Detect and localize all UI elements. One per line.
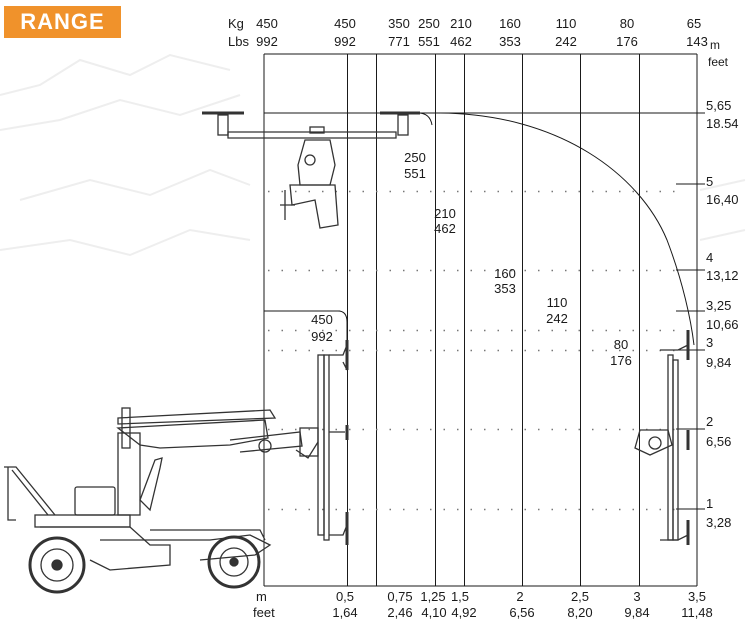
zone-lbs-label: 551 — [404, 166, 426, 181]
background-sketch — [0, 53, 746, 257]
lifter-high-position — [202, 111, 420, 229]
reach-m-label: 0,5 — [336, 589, 354, 604]
zone-lbs-label: 242 — [546, 311, 568, 326]
top-load-lbs: 143 — [686, 34, 708, 49]
height-ft-label: 6,56 — [706, 434, 731, 449]
height-m-label: 1 — [706, 496, 713, 511]
top-load-lbs: 242 — [555, 34, 577, 49]
zone-lbs-label: 992 — [311, 329, 333, 344]
top-load-kg: 210 — [450, 16, 472, 31]
top-load-kg: 450 — [256, 16, 278, 31]
reach-ft-label: 4,92 — [451, 605, 476, 620]
height-labels: 5,65 18.54 5 16,40 4 13,12 3,25 10,66 3 … — [706, 98, 739, 530]
zone-lbs-label: 176 — [610, 353, 632, 368]
front-wheel — [207, 535, 261, 589]
zone-kg-label: 450 — [311, 312, 333, 327]
height-m-label: 5 — [706, 174, 713, 189]
height-m-label: 3 — [706, 335, 713, 350]
reach-ft-label: 11,48 — [681, 605, 713, 620]
reach-axis: 0,5 1,64 0,75 2,46 1,25 4,10 1,5 4,92 2 … — [332, 589, 712, 620]
height-m-unit: m — [710, 38, 720, 52]
zone-kg-label: 160 — [494, 266, 516, 281]
range-title-badge: RANGE — [4, 6, 121, 38]
lifter-low-position — [295, 340, 349, 545]
reach-m-label: 2,5 — [571, 589, 589, 604]
top-load-kg: 250 — [418, 16, 440, 31]
zone-lbs-label: 462 — [434, 221, 456, 236]
top-load-row: 450 992 450 992 350 771 250 551 210 462 … — [256, 16, 708, 49]
zone-kg-label: 80 — [614, 337, 628, 352]
zone-kg-label: 210 — [434, 206, 456, 221]
height-m-label: 5,65 — [706, 98, 731, 113]
top-load-kg: 350 — [388, 16, 410, 31]
height-m-label: 3,25 — [706, 298, 731, 313]
top-load-lbs: 551 — [418, 34, 440, 49]
reach-ft-label: 1,64 — [332, 605, 357, 620]
height-gridlines — [268, 190, 675, 511]
height-feet-unit: feet — [708, 55, 729, 69]
reach-m-label: 0,75 — [387, 589, 412, 604]
machine-illustration — [4, 111, 690, 594]
lifter-far-reach — [634, 330, 690, 545]
lbs-unit-label: Lbs — [228, 34, 249, 49]
height-ft-label: 16,40 — [706, 192, 739, 207]
zone-kg-label: 250 — [404, 150, 426, 165]
height-axis — [676, 183, 705, 510]
kg-unit-label: Kg — [228, 16, 244, 31]
reach-m-label: 1,5 — [451, 589, 469, 604]
height-ft-label: 13,12 — [706, 268, 739, 283]
top-load-lbs: 992 — [334, 34, 356, 49]
top-load-kg: 65 — [687, 16, 701, 31]
top-load-kg: 450 — [334, 16, 356, 31]
top-load-kg: 80 — [620, 16, 634, 31]
zone-labels: 450 992 250 551 210 462 160 353 110 242 … — [311, 150, 632, 368]
envelope-450-corner — [337, 310, 348, 345]
height-m-label: 2 — [706, 414, 713, 429]
reach-gridlines — [347, 54, 640, 586]
reach-m-label: 1,25 — [420, 589, 445, 604]
rear-wheel — [28, 536, 86, 594]
reach-m-label: 3,5 — [688, 589, 706, 604]
height-ft-label: 9,84 — [706, 355, 731, 370]
height-ft-label: 18.54 — [706, 116, 739, 131]
reach-ft-label: 8,20 — [567, 605, 592, 620]
zone-lbs-label: 353 — [494, 281, 516, 296]
boom-arm — [116, 407, 303, 453]
top-load-lbs: 176 — [616, 34, 638, 49]
height-ft-label: 3,28 — [706, 515, 731, 530]
reach-ft-label: 2,46 — [387, 605, 412, 620]
range-title: RANGE — [20, 9, 105, 34]
reach-m-label: 3 — [633, 589, 640, 604]
reach-m-label: 2 — [516, 589, 523, 604]
top-load-lbs: 353 — [499, 34, 521, 49]
reach-ft-label: 9,84 — [624, 605, 649, 620]
top-load-lbs: 462 — [450, 34, 472, 49]
height-ft-label: 10,66 — [706, 317, 739, 332]
crane-base — [4, 432, 272, 571]
zone-kg-label: 110 — [547, 295, 568, 310]
height-m-label: 4 — [706, 250, 713, 265]
reach-m-unit: m — [256, 589, 267, 604]
top-load-lbs: 771 — [388, 34, 410, 49]
top-load-lbs: 992 — [256, 34, 278, 49]
reach-ft-label: 4,10 — [421, 605, 446, 620]
reach-feet-unit: feet — [253, 605, 275, 620]
top-load-kg: 160 — [499, 16, 521, 31]
top-load-kg: 110 — [556, 16, 577, 31]
reach-ft-label: 6,56 — [509, 605, 534, 620]
